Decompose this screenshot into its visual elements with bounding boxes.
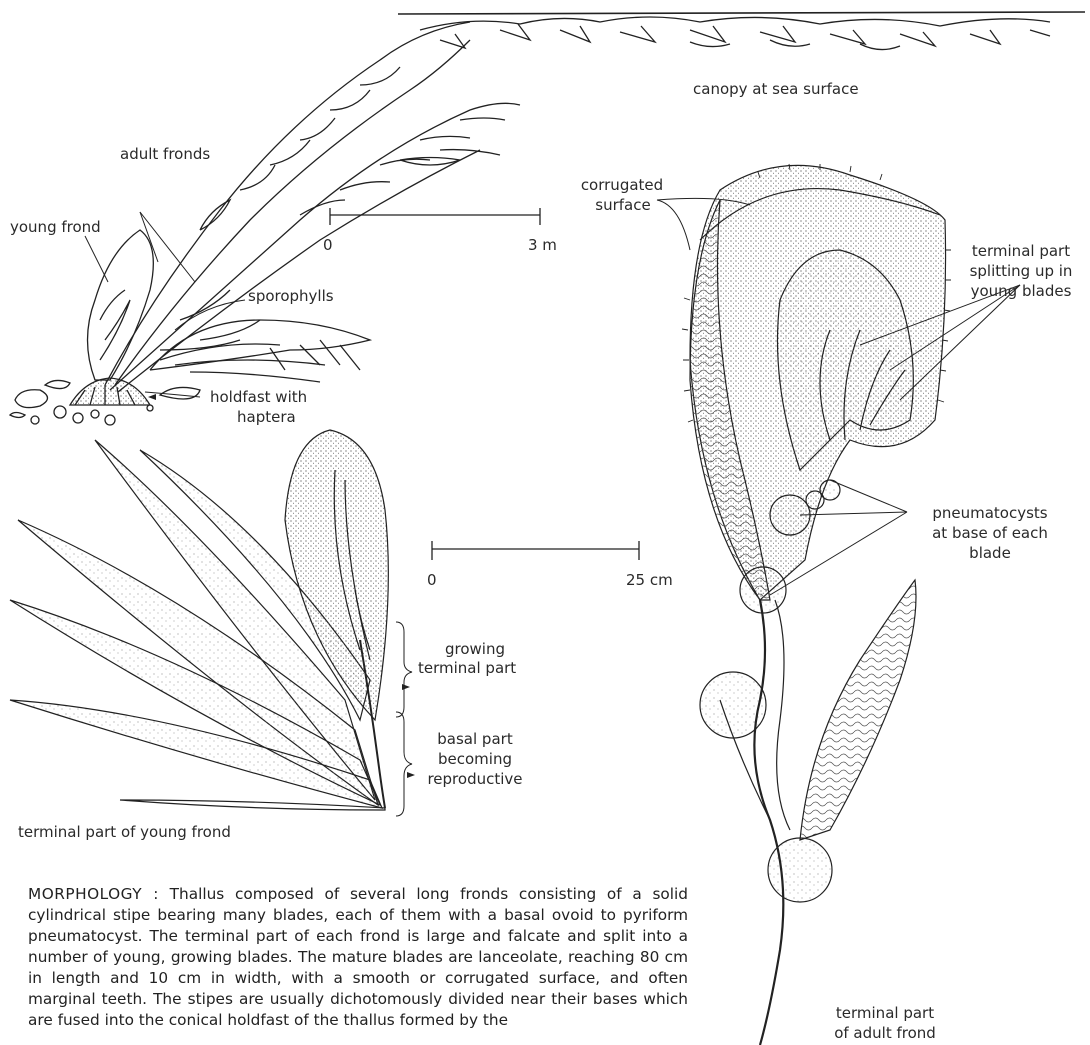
label-growing-2: terminal part [418, 659, 516, 678]
sea-surface-line [398, 12, 1085, 14]
label-young-frond: young frond [10, 218, 101, 237]
label-corrugated-1: corrugated [572, 176, 672, 195]
scale1-zero: 0 [323, 236, 333, 255]
label-terminal-split-2: splitting up in [952, 262, 1090, 281]
label-basal-3: reproductive [420, 770, 530, 789]
label-pneumato-1: pneumatocysts [905, 504, 1075, 523]
adult-frond-stipe [754, 600, 783, 1045]
adult-frond-stipe [105, 22, 470, 385]
scale2-zero: 0 [427, 571, 437, 590]
label-growing-1: growing [420, 640, 530, 659]
scale-bar-3m [330, 208, 540, 225]
holdfast [70, 378, 150, 405]
canopy-blades [420, 17, 1050, 30]
caption-adult-frond-1: terminal part [800, 1004, 970, 1023]
label-adult-fronds: adult fronds [120, 145, 210, 164]
label-basal-2: becoming [420, 750, 530, 769]
label-terminal-split-1: terminal part [952, 242, 1090, 261]
label-holdfast-1: holdfast with [210, 388, 307, 407]
morphology-heading: MORPHOLOGY : [28, 885, 159, 903]
label-terminal-split-3: young blades [952, 282, 1090, 301]
label-sporophylls: sporophylls [248, 287, 334, 306]
scale2-end: 25 cm [626, 571, 673, 590]
label-holdfast-2: haptera [237, 408, 296, 427]
caption-adult-frond-2: of adult frond [800, 1024, 970, 1043]
scale-bar-25cm [432, 541, 639, 560]
label-corrugated-2: surface [578, 196, 668, 215]
scale1-end: 3 m [528, 236, 557, 255]
morphology-paragraph: MORPHOLOGY : Thallus composed of several… [28, 884, 688, 1031]
label-basal-1: basal part [420, 730, 530, 749]
morphology-text: Thallus composed of several long fronds … [28, 885, 688, 1029]
young-frond-drawing [10, 430, 412, 816]
label-pneumato-3: blade [905, 544, 1075, 563]
label-pneumato-2: at base of each [905, 524, 1075, 543]
label-canopy: canopy at sea surface [693, 80, 859, 99]
caption-young-frond: terminal part of young frond [18, 823, 231, 842]
